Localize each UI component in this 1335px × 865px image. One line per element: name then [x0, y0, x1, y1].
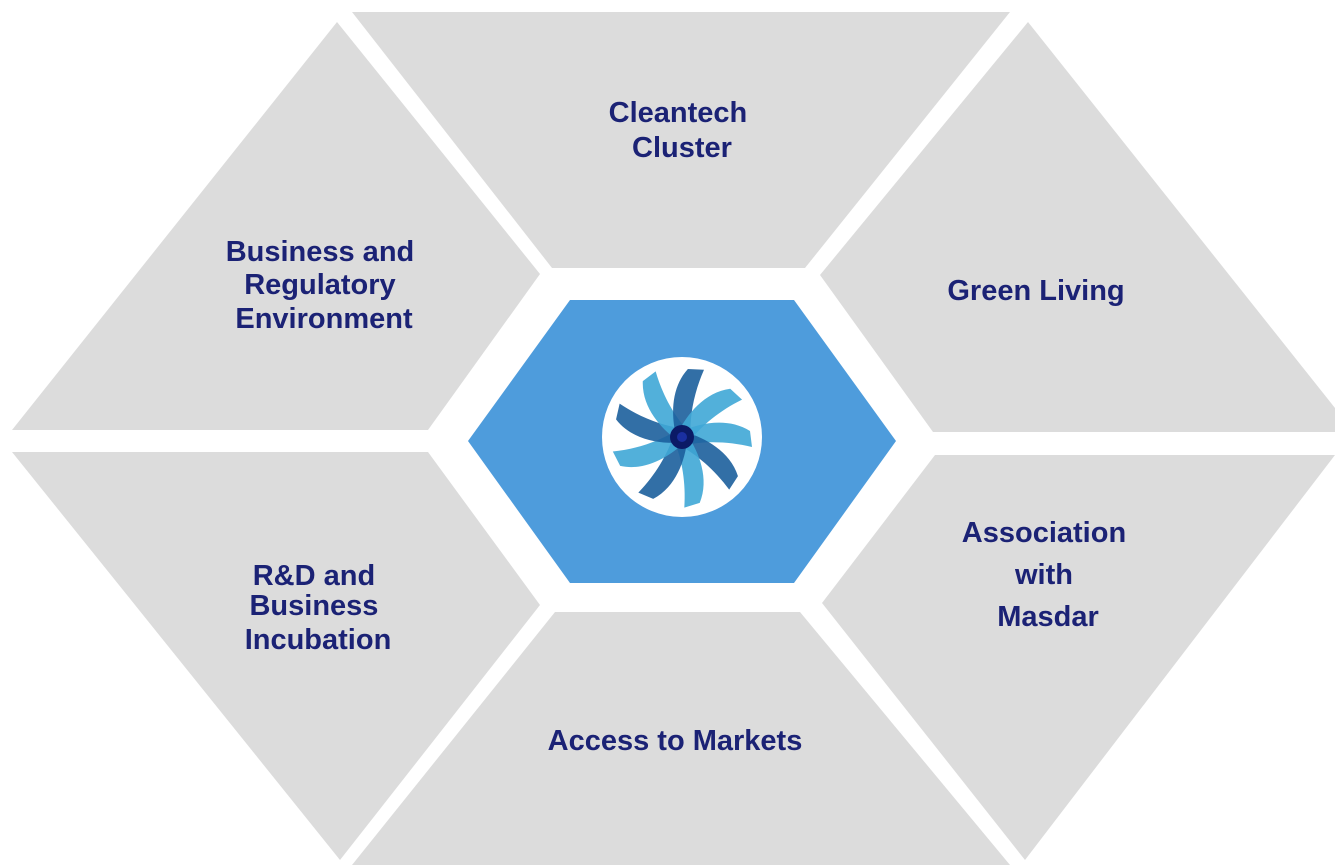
- logo-blade: [638, 436, 688, 499]
- label-line: with: [1014, 559, 1073, 591]
- label-line: Business and: [226, 236, 415, 268]
- label-line: Incubation: [245, 624, 392, 656]
- label-line: R&D and: [253, 560, 375, 592]
- segment-upper-left: [12, 22, 540, 430]
- logo-blade: [673, 368, 705, 436]
- logo-blade: [679, 432, 738, 490]
- label-association-with-masdar: Association with Masdar: [962, 517, 1134, 633]
- label-line: Cluster: [632, 132, 732, 164]
- spiral-logo-icon: [602, 357, 762, 517]
- label-line: Business: [249, 590, 378, 622]
- logo-blade: [616, 403, 681, 443]
- label-line: Access to Markets: [548, 725, 803, 757]
- label-line: Environment: [235, 303, 413, 335]
- label-line: Masdar: [997, 601, 1099, 633]
- segment-top: [352, 12, 1010, 268]
- label-line: Green Living: [947, 275, 1124, 307]
- label-business-regulatory-environment: Business and Regulatory Environment: [226, 236, 423, 335]
- segment-upper-right: [820, 22, 1335, 432]
- label-access-to-markets: Access to Markets: [548, 725, 803, 757]
- segment-lower-right: [822, 455, 1335, 860]
- logo-blade: [678, 388, 743, 441]
- label-rd-business-incubation: R&D and Business Incubation: [245, 560, 392, 656]
- segment-bottom: [352, 612, 1010, 865]
- segment-lower-left: [12, 452, 540, 860]
- label-line: Association: [962, 517, 1126, 549]
- label-line: Cleantech: [609, 97, 748, 129]
- label-line: Regulatory: [244, 269, 395, 301]
- label-cleantech-cluster: Cleantech Cluster: [609, 97, 756, 164]
- label-green-living: Green Living: [947, 275, 1124, 307]
